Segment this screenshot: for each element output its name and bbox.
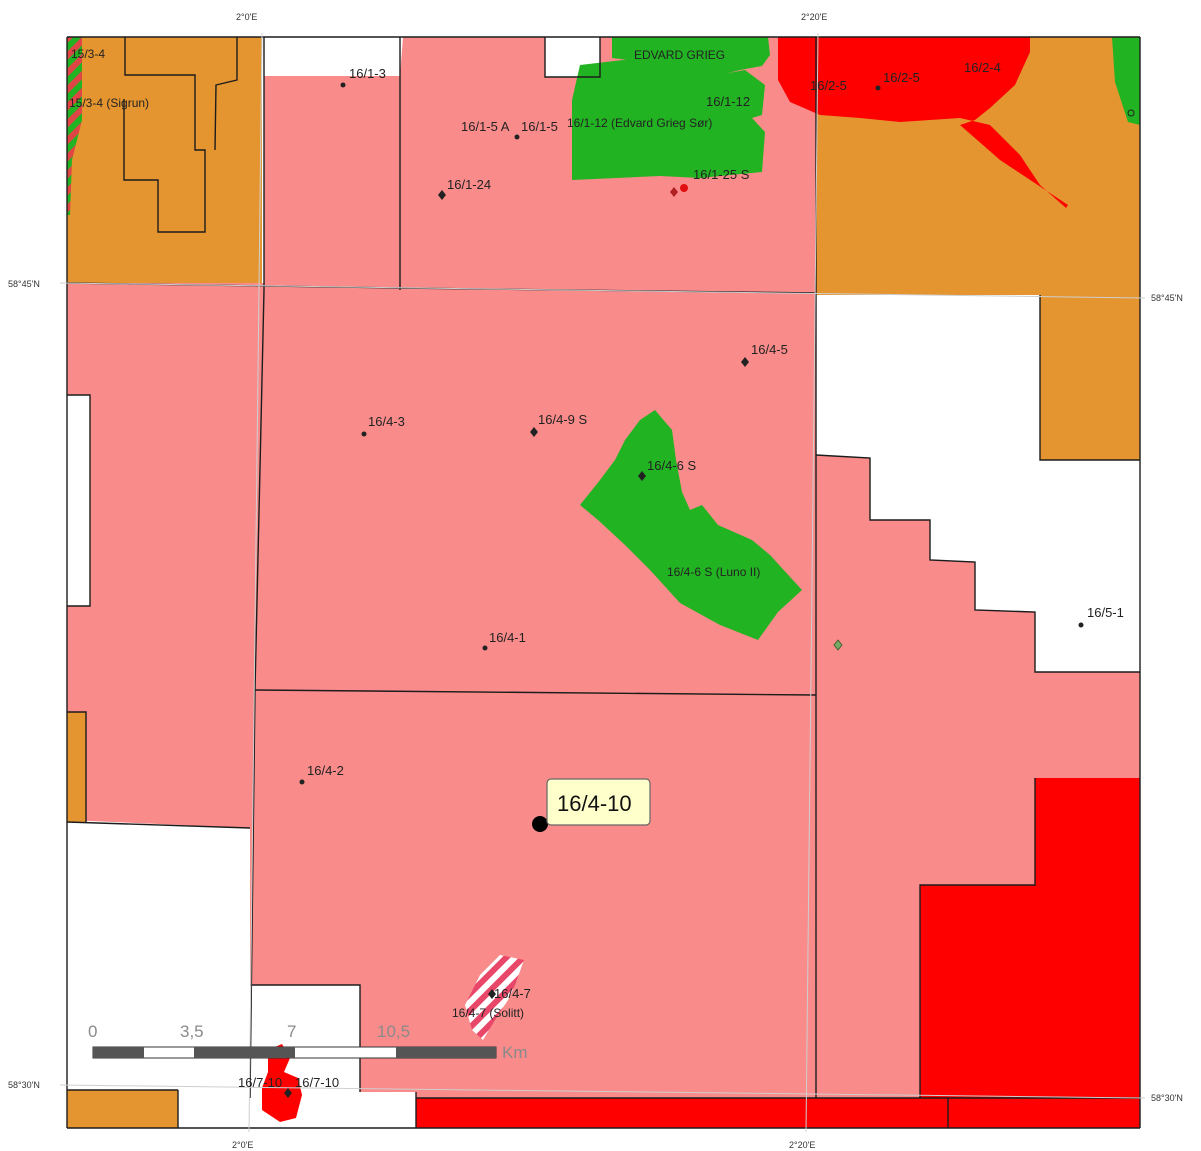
lat-label-left-58-45: 58°45'N — [8, 279, 40, 289]
well-label-16-4-3: 16/4-3 — [368, 414, 405, 429]
well-dot-16-5-1[interactable] — [1078, 622, 1084, 628]
producing-area-se — [920, 778, 1140, 1098]
lat-label-right-58-30: 58°30'N — [1151, 1093, 1183, 1103]
open-area-n — [264, 37, 400, 74]
lon-label-bottom-2-20: 2°20'E — [789, 1140, 815, 1150]
scale-seg-1 — [93, 1047, 144, 1058]
licence-area-orange-w — [67, 712, 86, 822]
field-area-ne-green — [1112, 37, 1140, 125]
scale-bar: 0 3,5 7 10,5 Km — [88, 1022, 528, 1062]
field-area-luno-ii — [580, 410, 802, 640]
licence-area-orange-sw — [67, 1090, 178, 1128]
scale-seg-3 — [396, 1047, 496, 1058]
field-area-edvard-grieg-sor — [572, 58, 765, 180]
callout-box — [546, 778, 651, 826]
well-dot-16-4-9s[interactable] — [530, 427, 538, 437]
producing-area-small — [262, 1044, 302, 1122]
well-dot-16-1-25s-a[interactable] — [670, 187, 678, 197]
scale-tick-7: 7 — [287, 1022, 296, 1041]
licence-area-orange-nw — [67, 37, 262, 283]
scale-tick-0: 0 — [88, 1022, 97, 1041]
field-label-edvard-grieg: EDVARD GRIEG — [634, 48, 725, 62]
field-label-solitt: 16/4-7 (Solitt) — [452, 1006, 524, 1020]
well-label-16-2-4: 16/2-4 — [964, 60, 1001, 75]
block-boundaries — [66, 36, 1141, 1129]
well-dot-16-1-3[interactable] — [340, 82, 346, 88]
scale-tick-10-5: 10,5 — [377, 1022, 410, 1041]
well-label-16-7-10-a: 16/7-10 — [238, 1075, 282, 1090]
well-label-16-1-25s: 16/1-25 S — [693, 167, 750, 182]
producing-area-s — [416, 1098, 1140, 1128]
well-dot-16-7-10[interactable] — [284, 1088, 292, 1098]
well-label-16-4-5: 16/4-5 — [751, 342, 788, 357]
well-label-16-5-1: 16/5-1 — [1087, 605, 1124, 620]
field-area-solitt — [465, 955, 524, 1040]
field-label-luno-ii: 16/4-6 S (Luno II) — [667, 565, 760, 579]
well-label-16-1-12: 16/1-12 — [706, 94, 750, 109]
well-label-16-1-3: 16/1-3 — [349, 66, 386, 81]
well-label-16-7-10-b: 16/7-10 — [295, 1075, 339, 1090]
well-label-16-4-1: 16/4-1 — [489, 630, 526, 645]
well-dot-green[interactable] — [833, 639, 843, 651]
well-label-16-4-2: 16/4-2 — [307, 763, 344, 778]
scale-seg-2 — [194, 1047, 295, 1058]
well-dot-16-1-5[interactable] — [514, 134, 520, 140]
well-markers — [284, 82, 1135, 1098]
scale-unit: Km — [502, 1043, 528, 1062]
field-label-sigrun: 15/3-4 (Sigrun) — [69, 96, 149, 110]
lat-label-left-58-30: 58°30'N — [8, 1080, 40, 1090]
graticule — [59, 32, 1146, 1133]
well-dot-16-4-2[interactable] — [299, 779, 305, 785]
open-area-e — [816, 295, 1140, 672]
well-label-16-4-6s: 16/4-6 S — [647, 458, 696, 473]
well-dot-16-4-6s[interactable] — [638, 471, 646, 481]
open-area-w — [67, 395, 90, 606]
well-dot-16-2-5[interactable] — [875, 85, 881, 91]
producing-area-ne — [778, 37, 1068, 208]
well-label-16-4-7: 16/4-7 — [494, 986, 531, 1001]
well-dot-16-4-3[interactable] — [361, 431, 367, 437]
well-dot-16-4-1[interactable] — [482, 645, 488, 651]
licence-area-main — [67, 37, 1140, 1128]
well-dot-16-4-5[interactable] — [741, 357, 749, 367]
lon-label-bottom-2-0: 2°0'E — [232, 1140, 253, 1150]
field-area-sigrun — [67, 37, 82, 215]
well-label-16-2-5-b: 16/2-5 — [883, 70, 920, 85]
callout-label: 16/4-10 — [557, 791, 632, 816]
well-label-16-1-5a: 16/1-5 A — [461, 119, 510, 134]
target-callout[interactable]: 16/4-10 — [546, 778, 651, 826]
well-dot-16-1-24[interactable] — [438, 190, 446, 200]
lat-label-right-58-45: 58°45'N — [1151, 293, 1183, 303]
field-label-edvard-grieg-sor: 16/1-12 (Edvard Grieg Sør) — [567, 116, 712, 130]
lon-label-top-2-20: 2°20'E — [801, 12, 827, 22]
well-dot-16-4-7[interactable] — [488, 989, 496, 999]
well-dot-16-4-10[interactable] — [532, 816, 548, 832]
well-label-16-1-24: 16/1-24 — [447, 177, 491, 192]
lon-label-top-2-0: 2°0'E — [236, 12, 257, 22]
well-dot-16-1-25s-b[interactable] — [680, 184, 688, 192]
well-dot-ne[interactable] — [1127, 109, 1135, 117]
well-label-16-1-5: 16/1-5 — [521, 119, 558, 134]
well-label-16-4-9s: 16/4-9 S — [538, 412, 587, 427]
well-label-16-2-5-a: 16/2-5 — [810, 78, 847, 93]
scale-tick-3-5: 3,5 — [180, 1022, 204, 1041]
field-label-15-3-4: 15/3-4 — [71, 47, 105, 61]
licence-area-orange-e — [1040, 295, 1140, 460]
